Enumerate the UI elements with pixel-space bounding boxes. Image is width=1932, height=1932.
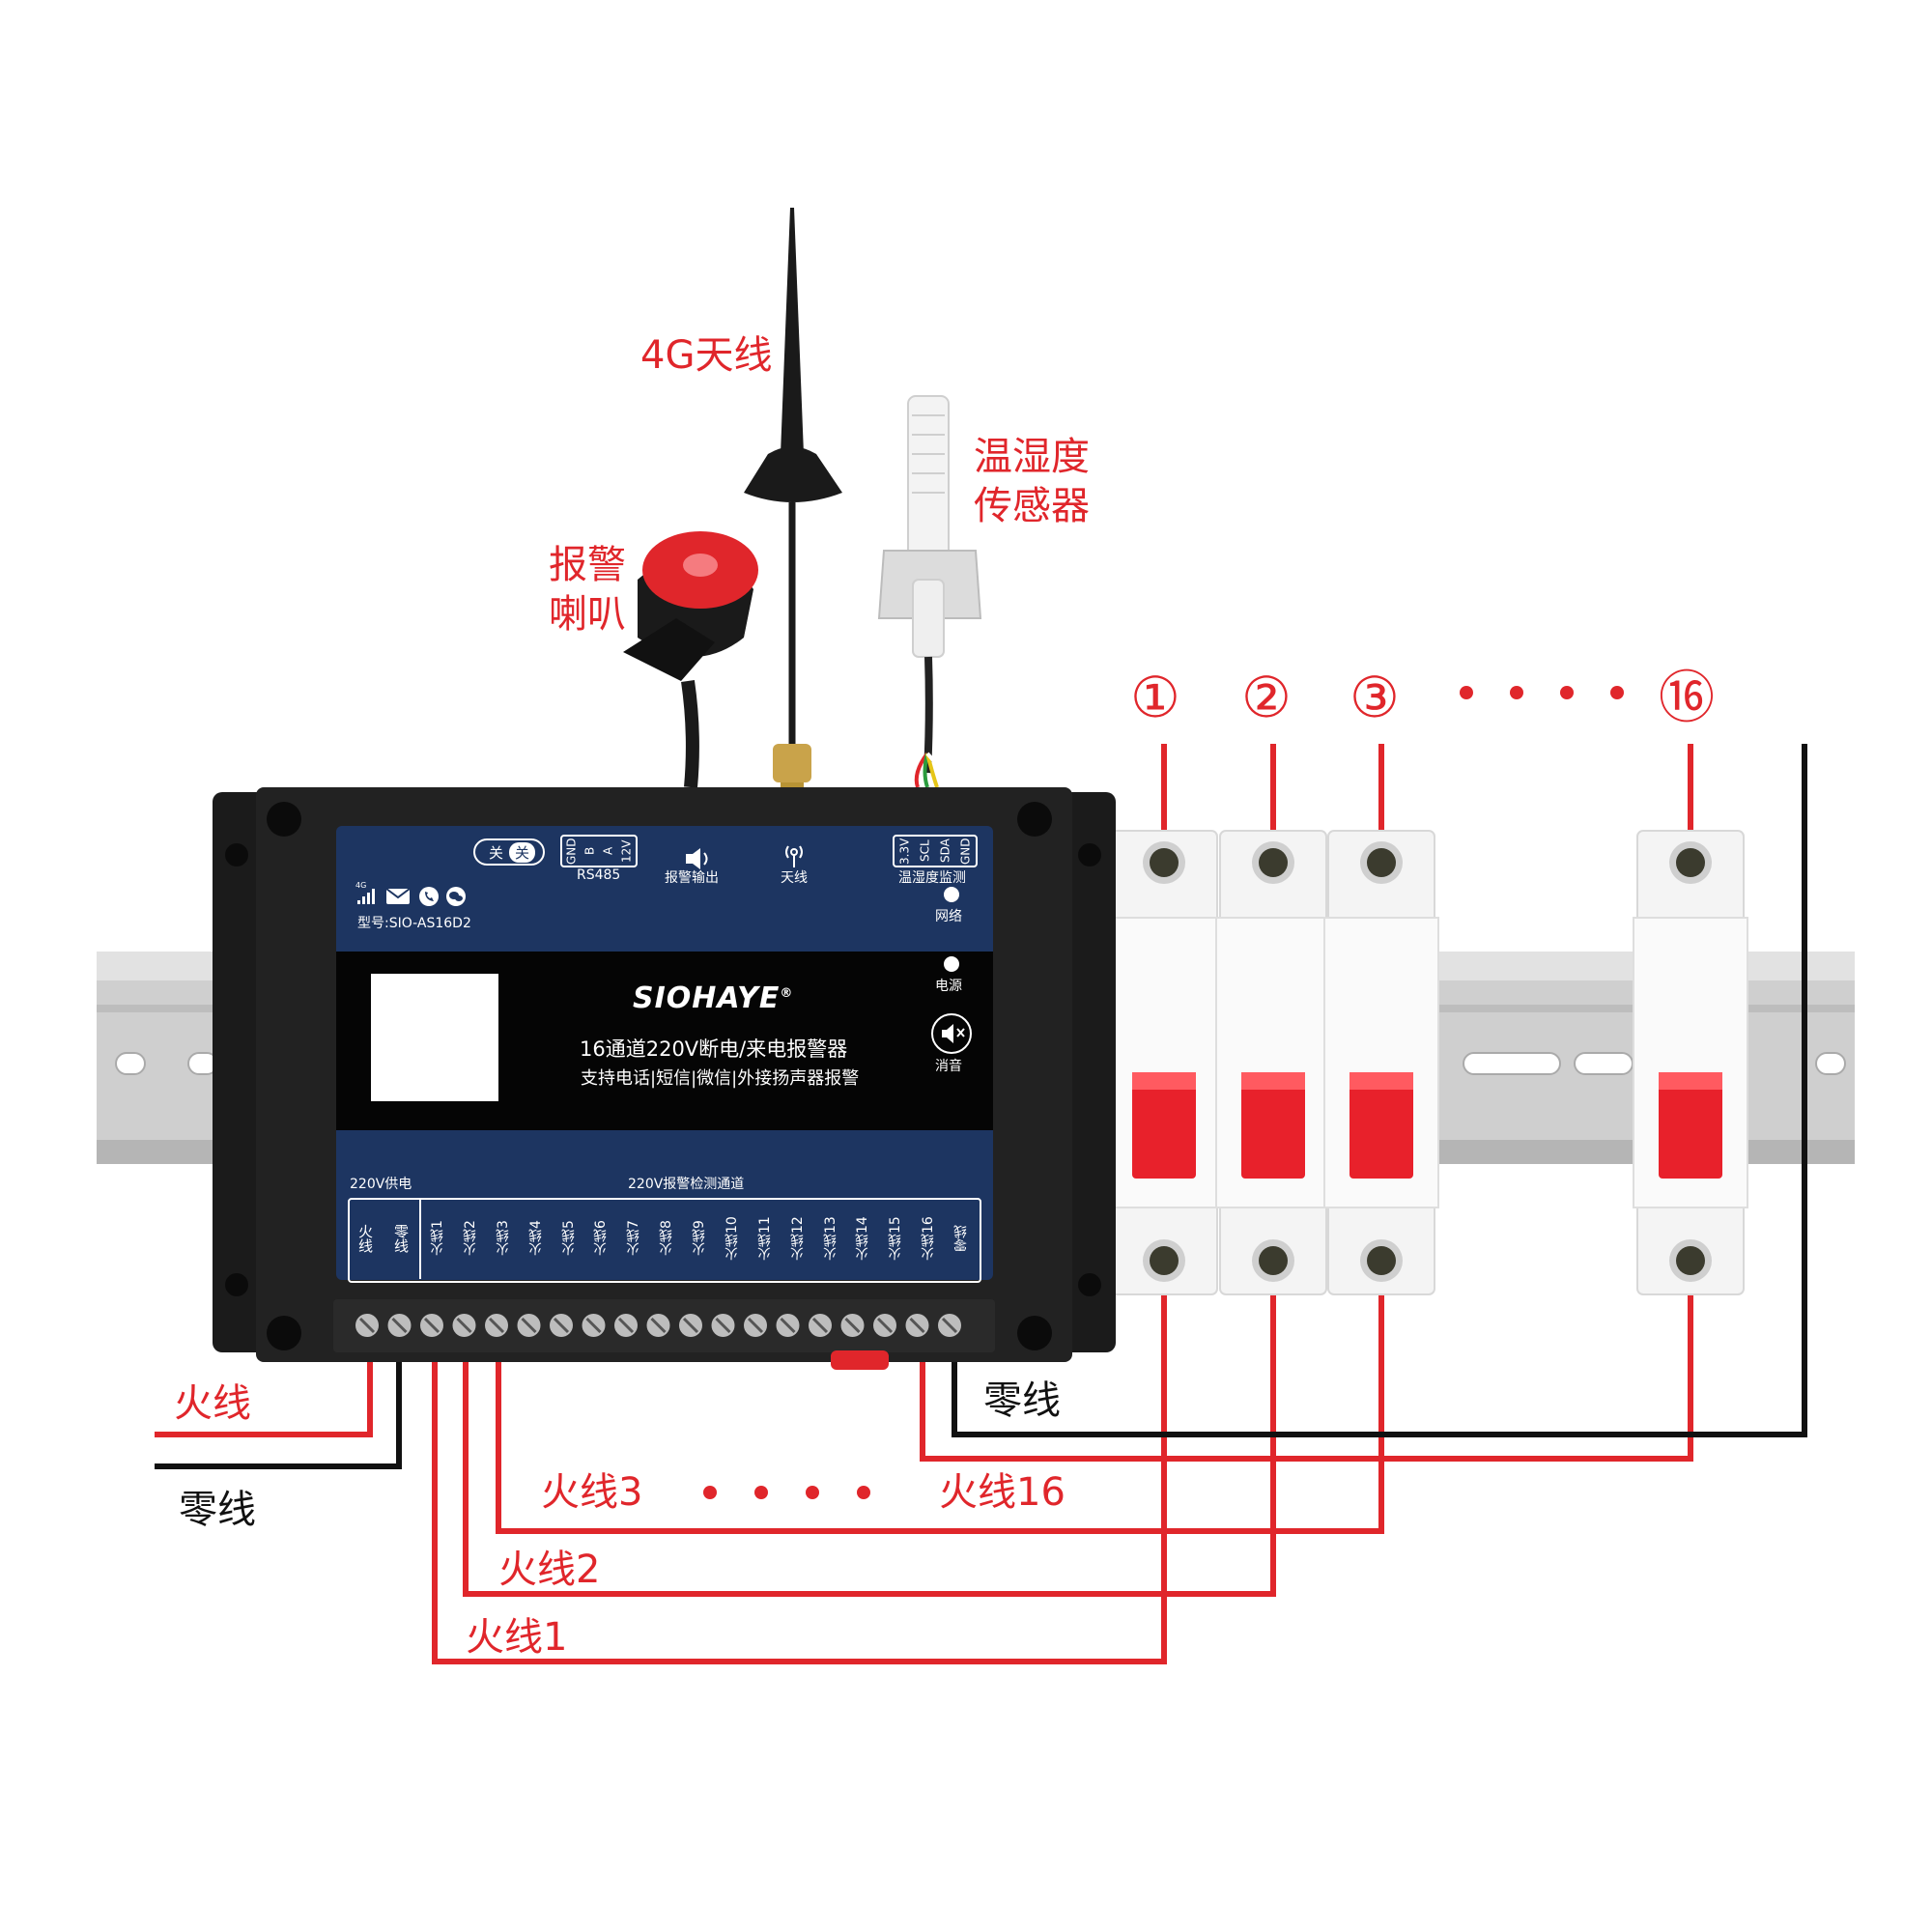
breaker — [1106, 830, 1222, 1295]
channel-label: 火线5 — [560, 1220, 577, 1257]
live-2-callout: 火线2 — [498, 1548, 601, 1592]
sms-icon — [385, 888, 411, 904]
power-section-label: 220V供电 — [350, 1177, 412, 1192]
signal-icon — [357, 889, 375, 904]
rs485-pin-b: B — [582, 846, 597, 856]
continuation-dots-wires — [703, 1486, 870, 1499]
breaker-label-16: ⑯ — [1659, 665, 1716, 730]
antenna-callout: 4G天线 — [640, 333, 773, 378]
device-subtitle: 支持电话|短信|微信|外接扬声器报警 — [581, 1068, 860, 1089]
switch-label-off-active: 关 — [509, 841, 536, 863]
phone-icon — [419, 887, 439, 906]
status-4g: 4G — [355, 881, 367, 890]
breaker — [1633, 830, 1748, 1295]
temperature-humidity-sensor — [877, 395, 982, 788]
antenna-icon — [785, 845, 803, 867]
power-terminal-labels: 火线 零线 — [348, 1198, 421, 1279]
channel-label: 火线3 — [495, 1220, 511, 1257]
antenna — [744, 208, 842, 798]
wires — [155, 744, 1807, 1664]
neutral-out-callout: 零线 — [983, 1378, 1061, 1423]
channel-label: 火线14 — [855, 1216, 871, 1261]
channel-label: 火线16 — [921, 1216, 937, 1261]
live-16-callout: 火线16 — [939, 1470, 1065, 1515]
mute-label: 消音 — [935, 1059, 962, 1074]
channel-label: 火线11 — [756, 1216, 773, 1261]
sensor-pin-sda: SDA — [938, 838, 952, 864]
speaker-icon — [686, 848, 708, 869]
channel-label: 火线13 — [822, 1216, 838, 1261]
power-terminal-live: 火线 — [356, 1224, 374, 1253]
channel-label-neutral: 零线 — [952, 1225, 969, 1252]
live-3-callout: 火线3 — [541, 1470, 643, 1515]
power-label: 电源 — [935, 979, 962, 994]
live-in-callout: 火线 — [174, 1381, 251, 1426]
sensor-label: 温湿度监测 — [898, 870, 966, 886]
power-led — [944, 956, 959, 972]
channel-label: 火线10 — [724, 1216, 740, 1261]
brand-logo: SIOHAYE® — [633, 981, 793, 1015]
rs485-pin-a: A — [601, 846, 615, 856]
channel-label: 火线15 — [888, 1216, 904, 1261]
sensor-pin-box: 3.3V SCL SDA GND — [893, 835, 978, 867]
breaker — [1215, 830, 1331, 1295]
qr-code — [371, 974, 498, 1101]
breaker-handle[interactable] — [1659, 1072, 1722, 1179]
live-1-callout: 火线1 — [466, 1615, 568, 1660]
channel-section-label: 220V报警检测通道 — [628, 1177, 745, 1192]
channel-label: 火线6 — [593, 1220, 610, 1257]
channel-label: 火线2 — [462, 1220, 478, 1257]
breaker-handle[interactable] — [1350, 1072, 1413, 1179]
channel-terminal-labels: 火线1 火线2 火线3 火线4 火线5 火线6 火线7 火线8 火线9 火线10… — [421, 1198, 978, 1279]
network-label: 网络 — [935, 909, 962, 924]
channel-label: 火线1 — [429, 1220, 445, 1257]
registered-mark: ® — [780, 986, 794, 1001]
channel-label: 火线8 — [659, 1220, 675, 1257]
wechat-icon — [446, 887, 466, 906]
siren-callout-line2: 喇叭 — [549, 592, 626, 637]
power-switch[interactable]: 关 关 — [473, 838, 545, 866]
enclosure — [213, 787, 1116, 1370]
siren-callout-line1: 报警 — [549, 543, 626, 587]
antenna-label: 天线 — [781, 870, 808, 886]
channel-label: 火线7 — [626, 1220, 642, 1257]
breaker-handle[interactable] — [1241, 1072, 1305, 1179]
model-label: 型号:SIO-AS16D2 — [357, 916, 471, 931]
terminal-label-strip — [348, 1198, 981, 1283]
alarm-output-label: 报警输出 — [665, 870, 719, 886]
channel-label: 火线12 — [789, 1216, 806, 1261]
breaker-label-2: ② — [1241, 665, 1292, 730]
neutral-in-callout: 零线 — [179, 1488, 256, 1532]
sensor-callout-line1: 温湿度 — [974, 435, 1090, 479]
switch-label-off: 关 — [488, 843, 503, 862]
mute-button-icon[interactable] — [931, 1013, 972, 1054]
breaker-label-3: ③ — [1350, 665, 1400, 730]
continuation-dots-breakers — [1460, 686, 1624, 699]
power-terminal-neutral: 零线 — [392, 1224, 410, 1253]
sensor-callout-line2: 传感器 — [974, 484, 1090, 528]
channel-label: 火线9 — [691, 1220, 707, 1257]
siren — [623, 531, 758, 788]
breakers — [1106, 830, 1748, 1295]
sensor-pin-gnd: GND — [958, 838, 973, 865]
network-led — [944, 887, 959, 902]
breaker-handle[interactable] — [1132, 1072, 1196, 1179]
channel-label: 火线4 — [527, 1220, 544, 1257]
rs485-pin-12v: 12V — [619, 839, 634, 863]
sensor-pin-3v3: 3.3V — [897, 838, 912, 865]
sensor-pin-scl: SCL — [918, 839, 932, 863]
brand-name: SIOHAYE — [633, 981, 781, 1015]
breaker-label-1: ① — [1130, 665, 1180, 730]
rs485-pin-gnd: GND — [564, 838, 579, 865]
device-title: 16通道220V断电/来电报警器 — [580, 1037, 848, 1061]
rs485-label: RS485 — [577, 867, 621, 883]
rs485-pin-box: GND B A 12V — [560, 835, 638, 867]
breaker — [1323, 830, 1439, 1295]
